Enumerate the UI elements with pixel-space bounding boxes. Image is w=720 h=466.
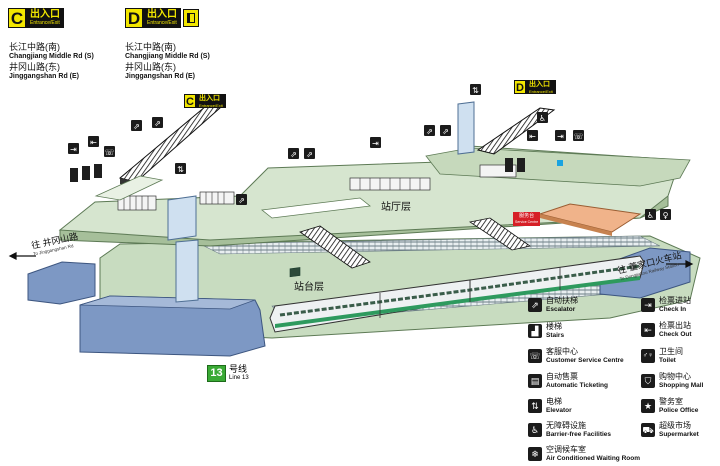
entrance-c-map-label: 出入口 Entrance/Exit: [196, 94, 226, 108]
entrance-d-map-sign[interactable]: D 出入口 Entrance/Exit: [514, 80, 556, 94]
entrance-d-sign[interactable]: D 出入口 Entrance/Exit: [125, 8, 199, 28]
entrance-d-map-letter: D: [514, 80, 526, 94]
service-centre-marker[interactable]: 服务台 Service Centre: [513, 212, 541, 226]
road-d-2-en: Jinggangshan Rd (E): [125, 73, 195, 81]
entrance-c-sign[interactable]: C 出入口 Entrance/Exit: [8, 8, 64, 28]
exit-door-icon: [183, 9, 199, 27]
customer-service-icon: ☏: [528, 348, 542, 363]
road-d-1-en: Changjiang Middle Rd (S): [125, 53, 210, 61]
entrance-stairways: [94, 105, 556, 201]
entrance-c-letter: C: [8, 8, 26, 28]
direction-arrows: [8, 252, 694, 268]
entrance-d-letter: D: [125, 8, 143, 28]
svg-text:⇥: ⇥: [70, 145, 77, 154]
line-label-cn: 号线: [229, 364, 248, 375]
cart-icon: ⛟: [641, 422, 655, 437]
entrance-d-map-label: 出入口 Entrance/Exit: [526, 80, 556, 94]
svg-text:⇗: ⇗: [442, 127, 449, 136]
svg-text:♿: ♿: [539, 114, 546, 123]
stairs-icon: ▟: [528, 323, 542, 338]
police-icon: ★: [641, 398, 655, 413]
shopping-icon: ⛉: [641, 373, 655, 388]
svg-text:⇗: ⇗: [133, 122, 140, 131]
road-d-2-cn: 井冈山路(东): [125, 62, 176, 72]
entrance-d-label: 出入口 Entrance/Exit: [143, 8, 181, 28]
road-c-1-en: Changjiang Middle Rd (S): [9, 53, 94, 61]
platform-floor-label: 站台层: [294, 282, 324, 293]
svg-text:⇗: ⇗: [154, 119, 161, 128]
elevator-icon: ⇅: [528, 398, 542, 413]
road-d-1-cn: 长江中路(南): [125, 42, 176, 52]
entrance-c-map-letter: C: [184, 94, 196, 108]
svg-text:♀: ♀: [663, 211, 669, 220]
road-c-2-en: Jinggangshan Rd (E): [9, 73, 79, 81]
svg-text:⇗: ⇗: [306, 150, 313, 159]
svg-text:⇤: ⇤: [90, 138, 97, 147]
svg-text:⇥: ⇥: [557, 132, 564, 141]
svg-text:⇅: ⇅: [472, 86, 479, 95]
road-c-1-cn: 长江中路(南): [9, 42, 60, 52]
line-label-en: Line 13: [229, 375, 249, 382]
escalator-icon: ⇗: [528, 297, 542, 312]
ticket-machine-icon: ▤: [528, 373, 542, 388]
snowflake-icon: ❄: [528, 446, 542, 461]
concourse-floor-label: 站厅层: [381, 202, 411, 213]
toilet-icon: ♂♀: [641, 348, 655, 363]
entrance-c-label: 出入口 Entrance/Exit: [26, 8, 64, 28]
line-number: 13: [207, 365, 226, 382]
check-out-icon: ⇤: [641, 322, 655, 337]
svg-text:♿: ♿: [647, 211, 654, 220]
line-13-badge: 13 号线 Line 13: [207, 364, 249, 382]
map-facility-icons: [68, 84, 671, 220]
svg-text:⇥: ⇥: [372, 139, 379, 148]
entrance-c-map-sign[interactable]: C 出入口 Entrance/Exit: [184, 94, 226, 108]
svg-text:⇗: ⇗: [426, 127, 433, 136]
check-in-icon: ⇥: [641, 297, 655, 312]
road-c-2-cn: 井冈山路(东): [9, 62, 60, 72]
metro-train: [269, 255, 645, 333]
svg-text:☏: ☏: [573, 132, 583, 141]
entrance-d-roads: 长江中路(南) Changjiang Middle Rd (S) 井冈山路(东)…: [125, 42, 210, 82]
svg-text:⇤: ⇤: [529, 132, 536, 141]
svg-text:⇗: ⇗: [238, 196, 245, 205]
svg-text:⇅: ⇅: [177, 165, 184, 174]
svg-text:⇗: ⇗: [290, 150, 297, 159]
accessible-icon: ♿: [528, 422, 542, 437]
entrance-c-roads: 长江中路(南) Changjiang Middle Rd (S) 井冈山路(东)…: [9, 42, 94, 82]
svg-text:☏: ☏: [104, 148, 114, 157]
